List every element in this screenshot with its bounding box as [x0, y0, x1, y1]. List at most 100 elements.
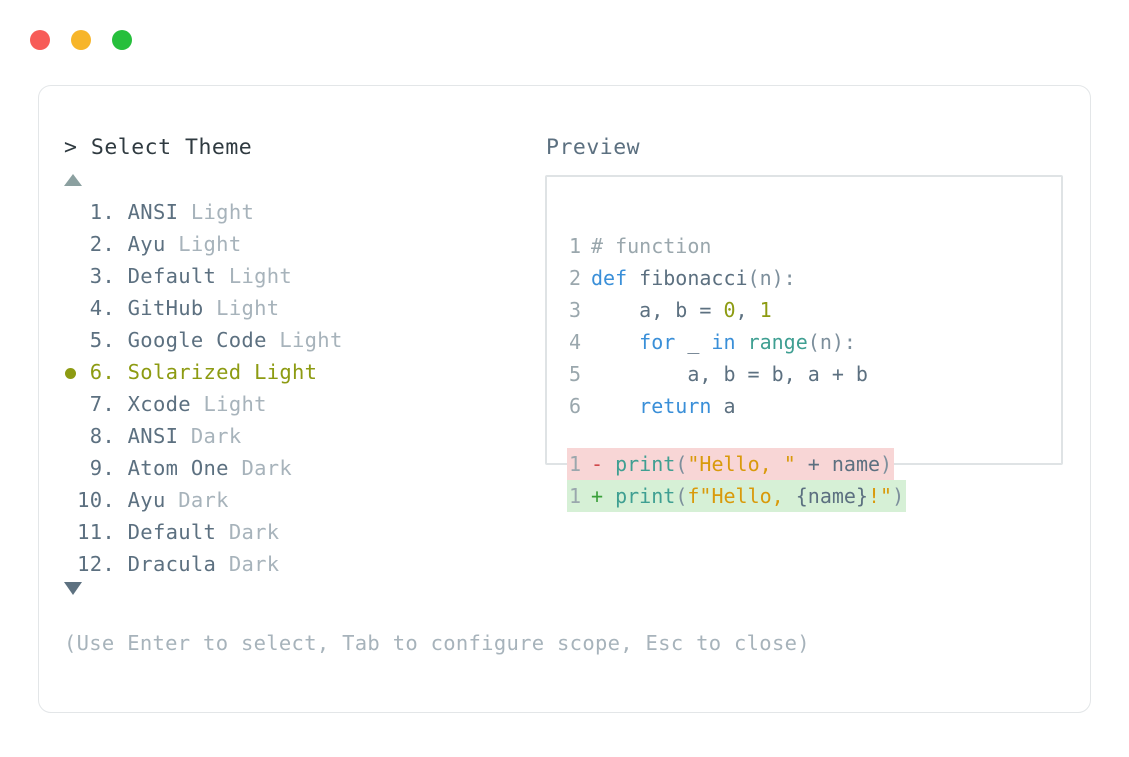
theme-list-item[interactable]: 6. Solarized Light	[39, 356, 509, 388]
theme-item-number: 11.	[77, 520, 115, 544]
code-token: 1	[759, 298, 772, 322]
selected-indicator-dot	[65, 368, 76, 379]
code-token: _	[675, 330, 712, 354]
theme-item-number: 12.	[77, 552, 115, 576]
theme-item-number: 7.	[77, 392, 115, 416]
theme-list-item[interactable]: 11. Default Dark	[39, 516, 509, 548]
theme-list-item[interactable]: 2. Ayu Light	[39, 228, 509, 260]
code-token	[591, 394, 639, 418]
theme-item-number: 6.	[77, 360, 115, 384]
theme-item-name: Ayu	[127, 488, 166, 512]
spacer	[603, 452, 615, 476]
theme-item-number: 10.	[77, 488, 115, 512]
theme-list-item[interactable]: 4. GitHub Light	[39, 292, 509, 324]
theme-item-name: Atom One	[127, 456, 229, 480]
line-number: 2	[568, 266, 581, 290]
theme-item-variant: Light	[190, 200, 255, 224]
theme-list-item[interactable]: 1. ANSI Light	[39, 196, 509, 228]
line-number: 1	[568, 484, 581, 508]
theme-item-number: 9.	[77, 456, 115, 480]
theme-item-name: Dracula	[127, 552, 217, 576]
line-number: 6	[568, 394, 581, 418]
theme-item-number: 1.	[77, 200, 115, 224]
diff-minus-sign: -	[591, 452, 604, 476]
theme-item-variant: Light	[254, 360, 318, 384]
spacer	[229, 456, 242, 480]
theme-list-item[interactable]: 9. Atom One Dark	[39, 452, 509, 484]
spacer	[115, 360, 128, 384]
line-number: 5	[568, 362, 581, 386]
code-token	[591, 330, 639, 354]
theme-item-name: ANSI	[127, 424, 179, 448]
maximize-window-button[interactable]	[112, 30, 132, 50]
line-number: 4	[568, 330, 581, 354]
spacer	[115, 328, 128, 352]
theme-item-number: 3.	[77, 264, 115, 288]
theme-item-name: Google Code	[127, 328, 267, 352]
code-token: (	[675, 452, 688, 476]
close-window-button[interactable]	[30, 30, 50, 50]
theme-item-variant: Dark	[228, 552, 280, 576]
code-token: def	[591, 266, 640, 290]
theme-item-variant: Dark	[190, 424, 242, 448]
spacer	[216, 552, 229, 576]
diff-plus-sign: +	[591, 484, 604, 508]
code-token: return	[639, 394, 712, 418]
spacer	[216, 520, 229, 544]
code-token	[736, 330, 748, 354]
spacer	[216, 264, 229, 288]
diff-added-line: 1+ print(f"Hello, {name}!")	[567, 480, 907, 512]
spacer	[603, 484, 615, 508]
theme-item-number: 5.	[77, 328, 115, 352]
code-token: # function	[591, 234, 712, 258]
code-token: (n):	[747, 266, 796, 290]
theme-item-name: Default	[127, 264, 217, 288]
code-token: (n):	[807, 330, 856, 354]
triangle-up-icon[interactable]	[64, 174, 82, 186]
theme-list-item[interactable]: 3. Default Light	[39, 260, 509, 292]
theme-list-item[interactable]: 10. Ayu Dark	[39, 484, 509, 516]
code-token: {name}	[795, 484, 868, 508]
theme-list-item[interactable]: 8. ANSI Dark	[39, 420, 509, 452]
code-token: a, b =	[591, 298, 724, 322]
code-token: range	[747, 330, 808, 354]
preview-label: Preview	[546, 135, 641, 160]
theme-list-item[interactable]: 5. Google Code Light	[39, 324, 509, 356]
spacer	[191, 392, 204, 416]
page-title: > Select Theme	[64, 135, 253, 160]
diff-row: 1- print("Hello, " + name)	[567, 448, 906, 480]
code-token: in	[711, 330, 736, 354]
spacer	[241, 360, 254, 384]
spacer	[115, 552, 128, 576]
code-token: print	[615, 484, 676, 508]
theme-list-item[interactable]: 12. Dracula Dark	[39, 548, 509, 580]
diff-row: 1+ print(f"Hello, {name}!")	[567, 480, 907, 512]
code-token: name	[831, 452, 881, 476]
code-line: 1 # function	[567, 230, 906, 262]
code-spacer	[567, 422, 906, 448]
spacer	[115, 520, 128, 544]
code-token: !"	[867, 484, 893, 508]
code-token: (	[675, 484, 688, 508]
spacer	[115, 200, 128, 224]
theme-item-number: 4.	[77, 296, 115, 320]
spacer	[115, 264, 128, 288]
line-number: 3	[568, 298, 581, 322]
spacer	[115, 456, 128, 480]
spacer	[166, 488, 179, 512]
theme-item-number: 2.	[77, 232, 115, 256]
spacer	[178, 424, 191, 448]
theme-item-name: Xcode	[127, 392, 191, 416]
triangle-down-icon[interactable]	[64, 582, 82, 595]
code-token: f"Hello,	[687, 484, 796, 508]
spacer	[267, 328, 280, 352]
minimize-window-button[interactable]	[71, 30, 91, 50]
theme-item-name: Default	[127, 520, 217, 544]
theme-list-item[interactable]: 7. Xcode Light	[39, 388, 509, 420]
spacer	[115, 488, 128, 512]
code-line: 3 a, b = 0, 1	[567, 294, 906, 326]
theme-item-variant: Light	[203, 392, 267, 416]
line-number: 1	[568, 234, 581, 258]
